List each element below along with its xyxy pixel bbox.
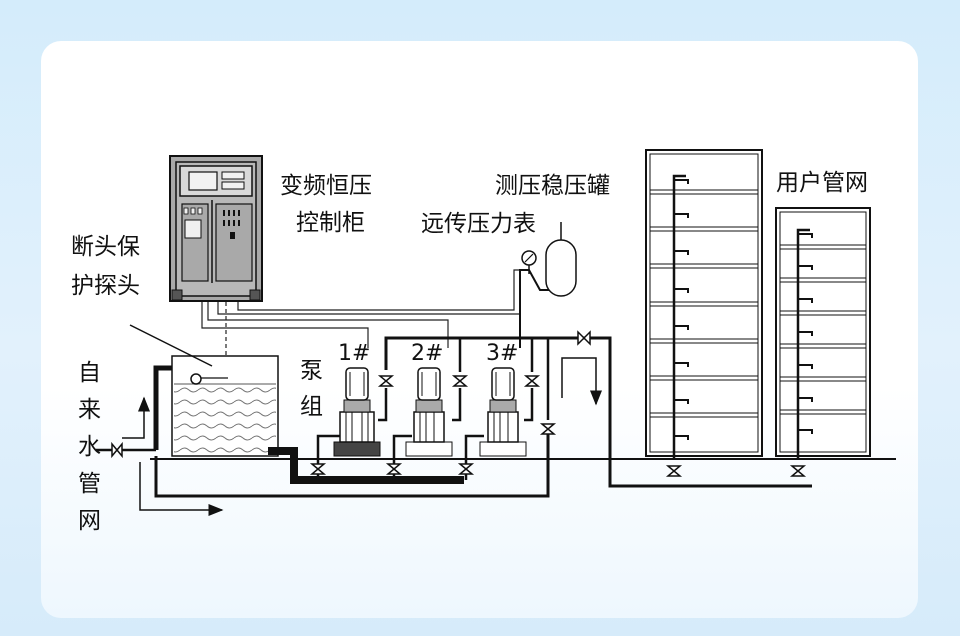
building-short: [775, 207, 871, 459]
probe-label-line2: 护探头: [71, 273, 140, 299]
tap-water-char-5: 网: [78, 508, 101, 534]
gauge-label: 远传压力表: [421, 211, 536, 237]
network-label: 用户管网: [776, 170, 868, 196]
cabinet-label-line2: 控制柜: [296, 210, 365, 236]
water-tank: [129, 324, 279, 457]
pump-number-3: 3#: [486, 341, 518, 366]
tap-water-char-4: 管: [78, 471, 101, 497]
building-tall: [645, 149, 763, 459]
probe-label-line1: 断头保: [71, 234, 140, 260]
pressure-gauge: [521, 250, 537, 274]
valves: [111, 330, 807, 477]
pump-2: [405, 367, 453, 457]
pump-3: [479, 367, 527, 457]
tap-water-char-3: 水: [78, 434, 101, 460]
diagram-card: [41, 41, 918, 618]
tap-water-char-1: 自: [78, 360, 101, 386]
pump-number-2: 2#: [411, 341, 443, 366]
control-cabinet: [169, 155, 263, 302]
pump-1: [333, 367, 381, 457]
cabinet-label-line1: 变频恒压: [280, 173, 372, 199]
pressure-tank: [545, 222, 577, 297]
tap-water-char-2: 来: [78, 397, 101, 423]
pump-number-1: 1#: [338, 341, 370, 366]
pipes: [96, 269, 896, 516]
pump-group-label-2: 组: [300, 394, 323, 420]
tank-label: 测压稳压罐: [495, 173, 610, 199]
pump-group-label-1: 泵: [300, 358, 323, 384]
